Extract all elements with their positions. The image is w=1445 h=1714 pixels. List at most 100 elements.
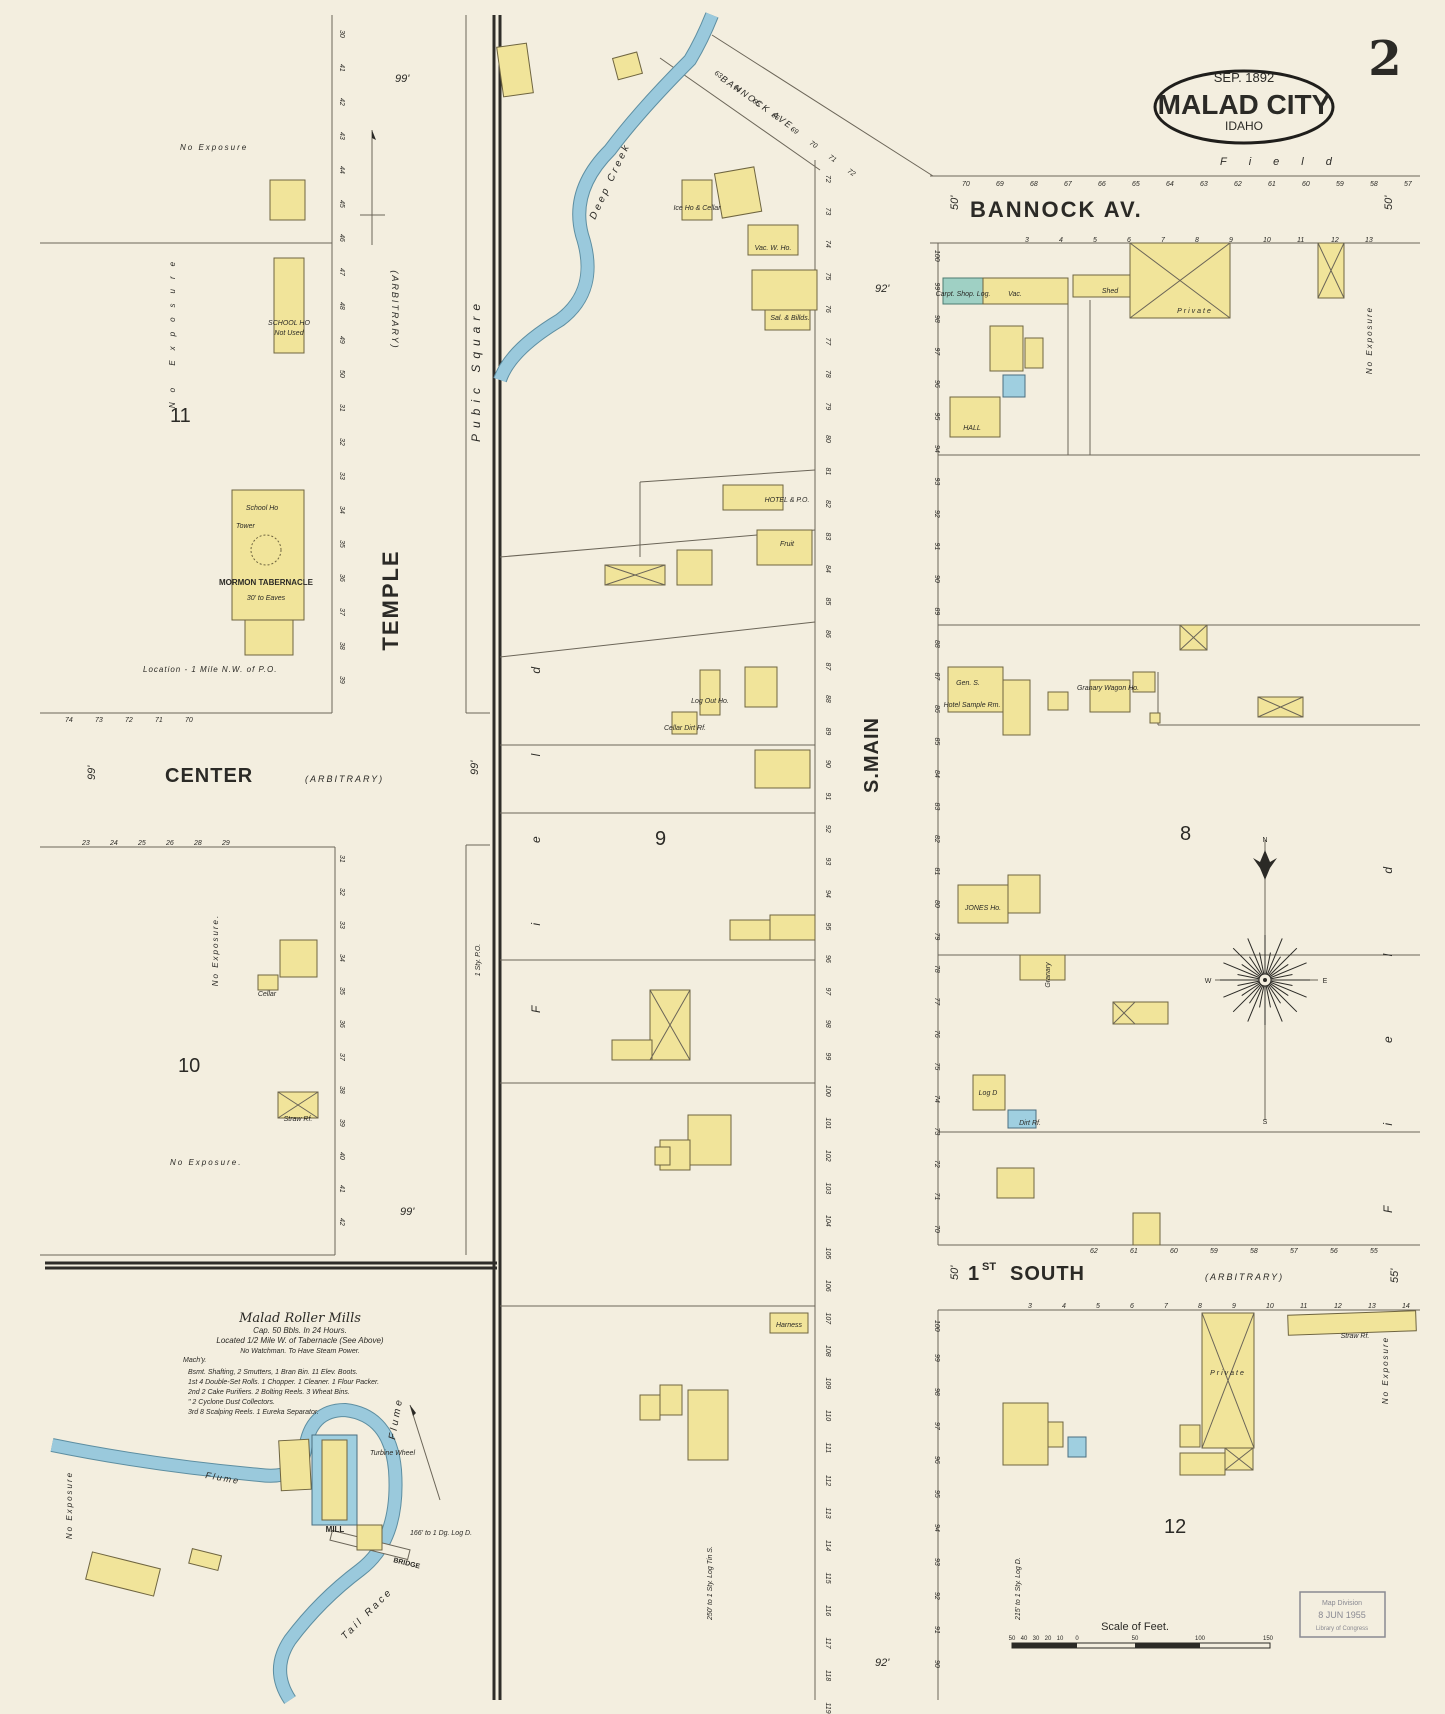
house-number: 113 [824, 1508, 831, 1519]
house-number: 8 [1198, 1303, 1202, 1310]
house-number: 39 [338, 676, 345, 684]
house-number: 11 [1300, 1303, 1307, 1310]
building [269, 179, 306, 221]
scale-tick: 30 [1033, 1636, 1040, 1642]
compass-ray [1223, 979, 1266, 998]
block-8: 8 [1180, 823, 1191, 845]
label-private: Private [1177, 308, 1213, 315]
library-stamp: Map Division 8 JUN 1955 Library of Congr… [1299, 1591, 1386, 1638]
house-number: 98 [824, 1020, 831, 1028]
mills-line-3: 2nd 2 Cake Purifiers. 2 Bolting Reels. 3… [187, 1389, 350, 1396]
label-log-dist-b12: 215' to 1 Sty. Log D. [1015, 1557, 1022, 1621]
house-number: 94 [824, 890, 831, 898]
house-number: 96 [933, 1456, 940, 1464]
house-number: 41 [338, 64, 345, 72]
street-1st-south: SOUTH [1010, 1263, 1085, 1285]
house-number: 75 [933, 1063, 940, 1071]
house-number: 6 [1127, 237, 1131, 244]
block-12: 12 [1164, 1516, 1186, 1538]
label-vac: Vac. [1008, 291, 1022, 298]
compass-ray [1264, 979, 1307, 998]
house-number: 95 [824, 923, 831, 931]
house-number: 107 [824, 1313, 831, 1326]
street-temple: TEMPLE [378, 549, 403, 650]
house-number: 83 [824, 533, 831, 541]
house-number: 62 [1090, 1248, 1098, 1255]
house-number: 24 [109, 840, 118, 847]
house-number: 100 [824, 1085, 831, 1097]
house-number: 98 [933, 315, 940, 323]
house-number: 68 [1030, 181, 1038, 188]
house-number: 31 [338, 404, 345, 412]
house-number: 91 [933, 1626, 940, 1634]
label-no-exposure-b10-bottom: No Exposure. [170, 1158, 242, 1167]
house-number: 86 [824, 630, 831, 638]
house-number: 89 [824, 728, 831, 736]
compass-ray [1223, 962, 1266, 981]
label-granary-wagon: Granary Wagon Ho. [1077, 685, 1139, 692]
house-number: 43 [338, 132, 345, 140]
label-no-exposure-b11: No Exposure [168, 252, 177, 408]
house-number: 85 [824, 598, 831, 606]
house-number: 106 [824, 1280, 831, 1292]
house-number: 46 [338, 234, 345, 242]
compass-ray [1264, 962, 1307, 981]
house-number: 42 [338, 98, 345, 106]
house-number: 50 [338, 370, 345, 378]
stone-building [942, 277, 984, 305]
label-cellar-dirt: Cellar Dirt Rf. [664, 725, 706, 732]
title-state: IDAHO [1225, 119, 1263, 133]
house-number: 66 [1098, 181, 1106, 188]
label-log-dist-mill: 166' to 1 Dg. Log D. [410, 1530, 472, 1537]
house-number: 82 [933, 835, 940, 843]
house-number: 57 [1290, 1248, 1299, 1255]
house-number: 64 [1166, 181, 1174, 188]
house-number: 87 [824, 663, 831, 672]
block-9: 9 [655, 828, 666, 850]
house-number: 71 [155, 717, 163, 724]
mills-watchman: No Watchman. To Have Steam Power. [240, 1348, 360, 1355]
label-not-used: Not Used [274, 330, 304, 337]
house-number: 94 [933, 445, 940, 453]
house-number: 40 [338, 1152, 345, 1160]
house-number: 7 [1164, 1303, 1169, 1310]
house-number: 69 [996, 181, 1004, 188]
house-number: 73 [95, 717, 103, 724]
block-10: 10 [178, 1055, 200, 1077]
house-number: 38 [338, 1086, 345, 1094]
house-number: 9 [1232, 1303, 1236, 1310]
house-number: 58 [1250, 1248, 1258, 1255]
label-gen-s: Gen. S. [956, 680, 980, 687]
house-number: 90 [824, 760, 831, 768]
house-number: 90 [933, 575, 940, 583]
house-number: 100 [933, 1320, 940, 1332]
compass-ray [1264, 947, 1298, 981]
house-number: 10 [1266, 1303, 1274, 1310]
compass-rose: N S E W [1205, 837, 1328, 1126]
house-number: 8 [1195, 237, 1199, 244]
mills-location: Located 1/2 Mile W. of Tabernacle (See A… [216, 1336, 384, 1345]
house-number: 14 [1402, 1303, 1410, 1310]
house-number: 72 [933, 1160, 940, 1168]
house-number: 115 [824, 1573, 831, 1584]
house-number: 74 [933, 1095, 940, 1103]
house-number: 62 [1234, 181, 1242, 188]
house-number: 84 [933, 770, 940, 778]
house-number: 81 [824, 468, 831, 476]
house-number: 4 [1062, 1303, 1066, 1310]
house-number: 7 [1161, 237, 1166, 244]
house-number: 117 [824, 1638, 831, 1650]
house-number: 3 [1025, 237, 1029, 244]
house-number: 37 [338, 1053, 345, 1062]
house-number: 93 [824, 858, 831, 866]
scale-tick: 150 [1263, 1636, 1274, 1642]
house-number: 56 [1330, 1248, 1338, 1255]
house-number: 85 [933, 738, 940, 746]
house-number: 78 [824, 370, 831, 378]
house-number: 73 [933, 1128, 940, 1136]
label-no-exposure-mill: No Exposure [65, 1471, 74, 1539]
house-number: 79 [933, 933, 940, 941]
house-number: 100 [933, 250, 940, 262]
house-number: 63 [1200, 181, 1208, 188]
label-no-exposure-b10: No Exposure. [211, 914, 220, 986]
